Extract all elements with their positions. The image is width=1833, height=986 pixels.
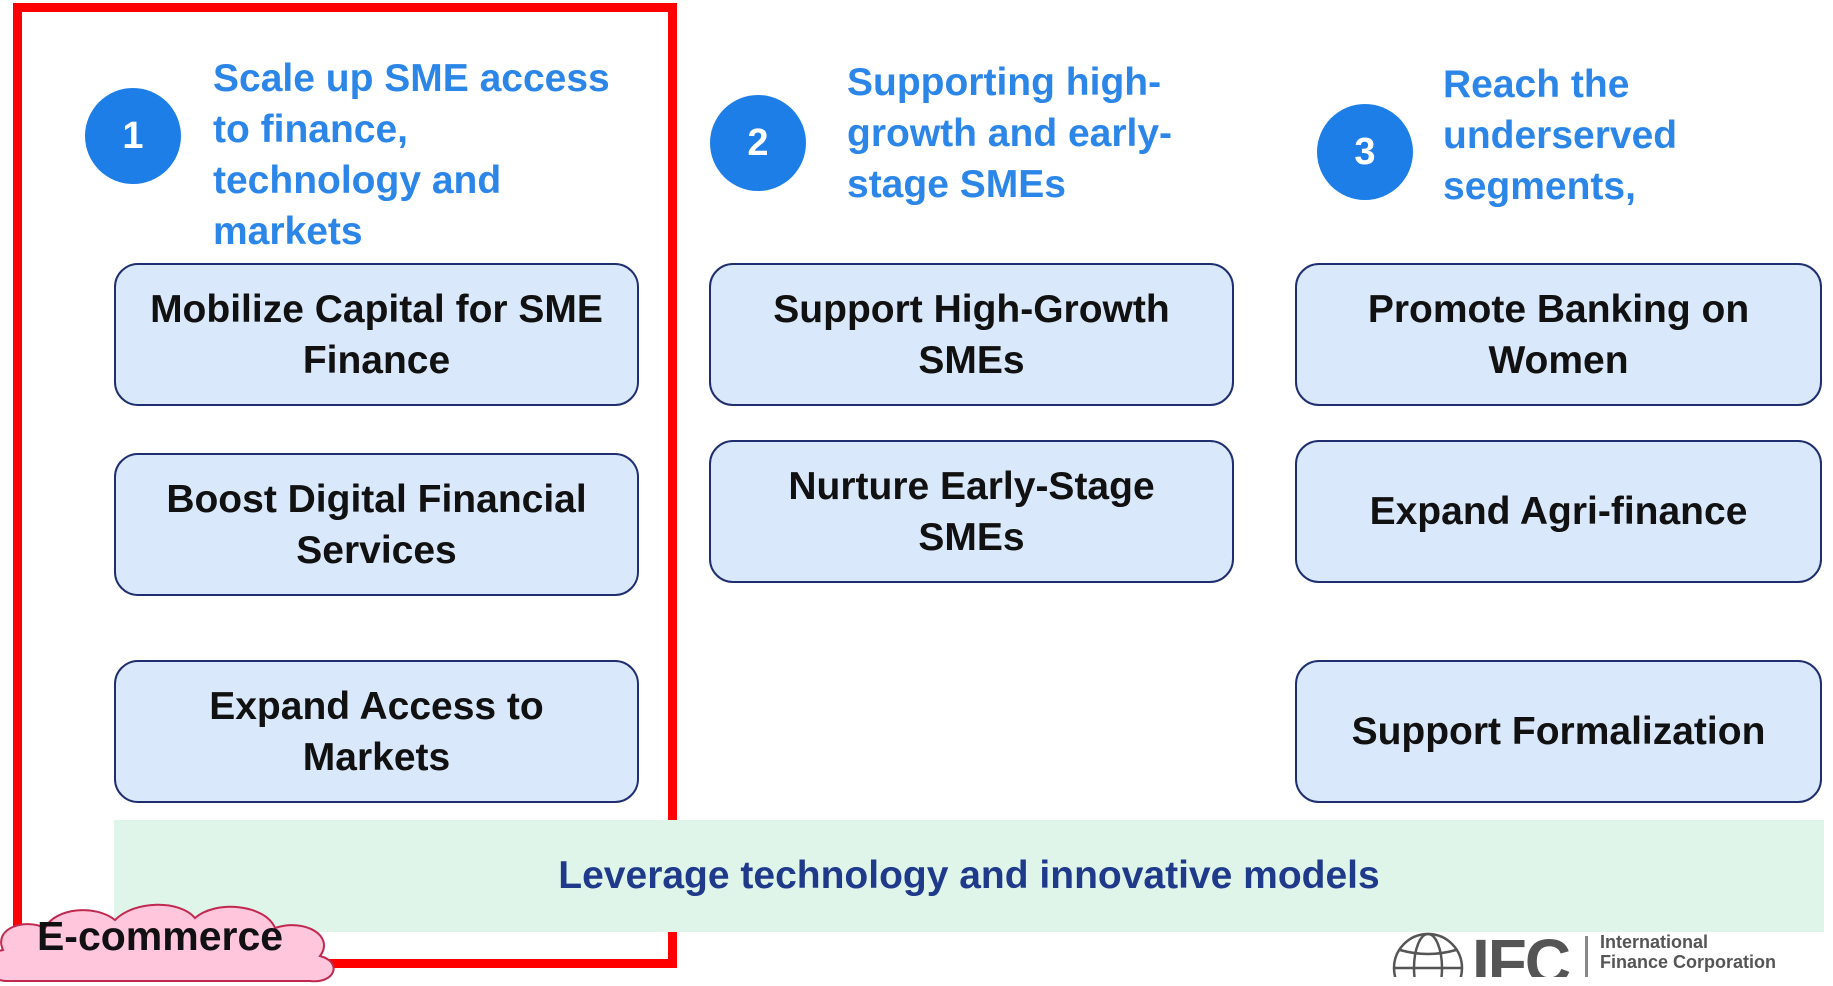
step-number-2: 2 (710, 95, 806, 191)
highlight-frame (13, 3, 677, 968)
ifc-logo: IFC International Finance Corporation (1390, 930, 1830, 977)
globe-icon (1392, 932, 1464, 977)
ecommerce-callout: E-commerce (0, 886, 345, 986)
logo-mark: IFC (1472, 930, 1571, 977)
logo-name-line2: Finance Corporation (1600, 952, 1777, 972)
cloud-shape (0, 903, 335, 983)
box-early-stage-smes: Nurture Early-Stage SMEs (709, 440, 1234, 583)
step-number-1: 1 (85, 88, 181, 184)
box-agri-finance: Expand Agri-finance (1295, 440, 1822, 583)
box-access-to-markets: Expand Access to Markets (114, 660, 639, 803)
logo-name-line1: International (1600, 932, 1709, 952)
callout-label: E-commerce (36, 912, 284, 959)
column-3-heading: Reach the underserved segments, (1443, 63, 1678, 208)
box-high-growth-smes: Support High-Growth SMEs (709, 263, 1234, 406)
logo-divider (1585, 936, 1588, 977)
box-mobilize-capital: Mobilize Capital for SME Finance (114, 263, 639, 406)
technology-banner: Leverage technology and innovative model… (114, 820, 1824, 932)
column-1-heading: Scale up SME access to finance, technolo… (213, 57, 610, 253)
box-banking-on-women: Promote Banking on Women (1295, 263, 1822, 406)
box-digital-financial-services: Boost Digital Financial Services (114, 453, 639, 596)
column-2-heading: Supporting high-growth and early-stage S… (847, 61, 1173, 206)
box-support-formalization: Support Formalization (1295, 660, 1822, 803)
step-number-3: 3 (1317, 104, 1413, 200)
